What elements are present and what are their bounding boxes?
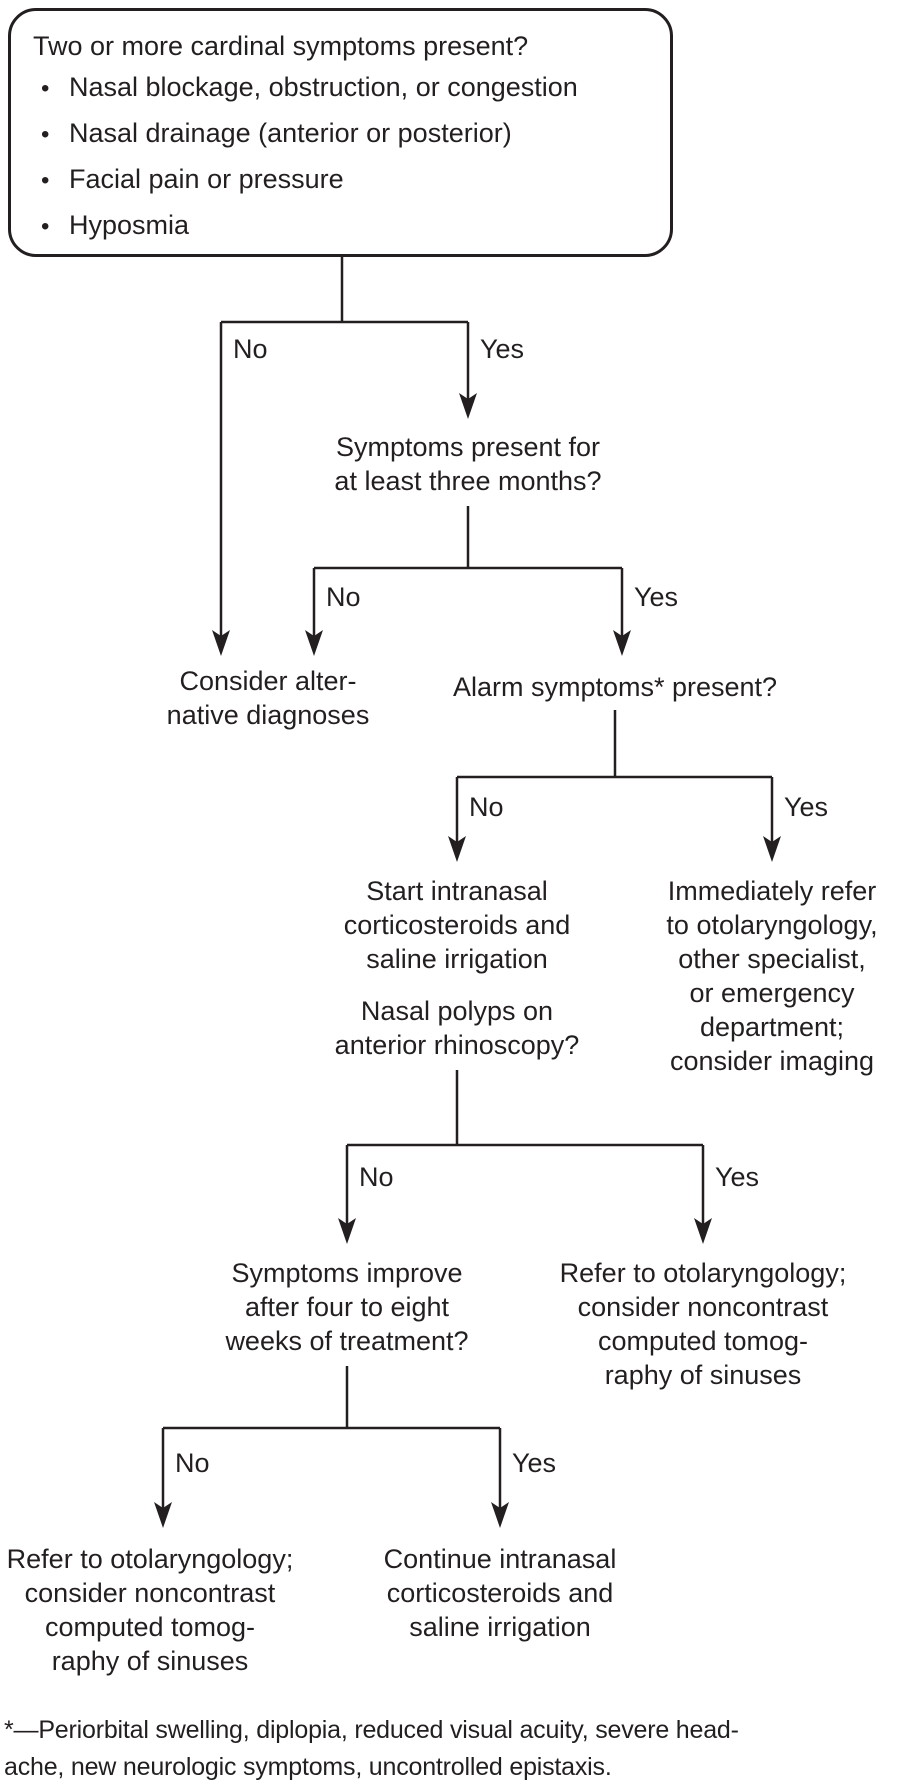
arrow-down-icon <box>338 1218 356 1244</box>
text-line: Continue intranasal <box>383 1544 617 1574</box>
bullet-text: Facial pain or pressure <box>69 164 344 194</box>
bullet-item: • Facial pain or pressure <box>33 157 648 203</box>
node-consider-alternative-diagnoses: Consider alter- native diagnoses <box>167 664 370 732</box>
bullet-icon: • <box>41 121 50 148</box>
node-start-treatment: Start intranasal corticosteroids and sal… <box>344 874 571 976</box>
text-line: or emergency <box>689 978 855 1008</box>
text-line: Refer to otolaryngology; <box>559 1258 847 1288</box>
branch-label-no-polyps: No <box>359 1162 394 1192</box>
text-line: native diagnoses <box>166 700 370 730</box>
node-alarm-symptoms: Alarm symptoms* present? <box>453 670 777 704</box>
branch-label-yes-alarm: Yes <box>784 792 829 822</box>
bullet-item: • Hyposmia <box>33 203 648 249</box>
bullet-text: Nasal drainage (anterior or posterior) <box>69 118 512 148</box>
text-line: saline irrigation <box>409 1612 591 1642</box>
text-line: other specialist, <box>678 944 866 974</box>
branch-label-yes-duration: Yes <box>634 582 679 612</box>
node-refer-ct-mid: Refer to otolaryngology; consider noncon… <box>560 1256 847 1392</box>
branch-label-no-alarm: No <box>469 792 504 822</box>
footnote: *—Periorbital swelling, diplopia, reduce… <box>4 1712 900 1786</box>
footnote-line: *—Periorbital swelling, diplopia, reduce… <box>4 1716 739 1744</box>
text-line: consider noncontrast <box>577 1292 829 1322</box>
text-line: anterior rhinoscopy? <box>334 1030 580 1060</box>
text-line: saline irrigation <box>366 944 548 974</box>
start-node: Two or more cardinal symptoms present? •… <box>8 8 673 257</box>
node-symptoms-improve: Symptoms improve after four to eight wee… <box>225 1256 468 1358</box>
node-continue-treatment: Continue intranasal corticosteroids and … <box>384 1542 617 1644</box>
text-line: Consider alter- <box>179 666 357 696</box>
node-immediate-referral: Immediately refer to otolaryngology, oth… <box>666 874 877 1078</box>
text-line: department; <box>699 1012 845 1042</box>
branch-label-no-improve: No <box>175 1448 210 1478</box>
text-line: corticosteroids and <box>343 910 571 940</box>
arrow-down-icon <box>694 1218 712 1244</box>
text-line: raphy of sinuses <box>51 1646 249 1676</box>
text-line: at least three months? <box>334 466 602 496</box>
text-line: raphy of sinuses <box>604 1360 802 1390</box>
text-line: after four to eight <box>244 1292 450 1322</box>
text-line: weeks of treatment? <box>225 1326 469 1356</box>
bullet-text: Hyposmia <box>69 210 190 240</box>
bullet-icon: • <box>41 213 50 240</box>
arrow-down-icon <box>763 836 781 862</box>
arrow-down-icon <box>448 836 466 862</box>
text-line: Immediately refer <box>667 876 877 906</box>
text-line: Start intranasal <box>366 876 548 906</box>
branch-label-yes-improve: Yes <box>512 1448 557 1478</box>
start-node-question: Two or more cardinal symptoms present? <box>33 31 529 61</box>
text-line: Symptoms present for <box>335 432 601 462</box>
text-line: consider imaging <box>669 1046 875 1076</box>
branch-label-yes-polyps: Yes <box>715 1162 760 1192</box>
bullet-icon: • <box>41 167 50 194</box>
text-line: corticosteroids and <box>386 1578 614 1608</box>
node-symptoms-duration: Symptoms present for at least three mont… <box>334 430 601 498</box>
arrow-down-icon <box>459 393 477 419</box>
arrow-down-icon <box>154 1502 172 1528</box>
text-line: Symptoms improve <box>231 1258 463 1288</box>
arrow-down-icon <box>491 1502 509 1528</box>
text-line: computed tomog- <box>597 1326 809 1356</box>
node-refer-ct-bottom: Refer to otolaryngology; consider noncon… <box>7 1542 294 1678</box>
arrow-down-icon <box>305 630 323 656</box>
branch-label-no-duration: No <box>326 582 361 612</box>
bullet-item: • Nasal blockage, obstruction, or conges… <box>33 65 648 111</box>
arrow-down-icon <box>212 630 230 656</box>
arrow-down-icon <box>613 630 631 656</box>
bullet-text: Nasal blockage, obstruction, or congesti… <box>69 72 578 102</box>
text-line: Nasal polyps on <box>360 996 554 1026</box>
node-nasal-polyps: Nasal polyps on anterior rhinoscopy? <box>335 994 580 1062</box>
text-line: computed tomog- <box>44 1612 256 1642</box>
footnote-line: ache, new neurologic symptoms, uncontrol… <box>4 1753 612 1781</box>
text-line: to otolaryngology, <box>666 910 878 940</box>
text-line: Alarm symptoms* present? <box>452 672 778 702</box>
bullet-icon: • <box>41 75 50 102</box>
branch-label-no-root: No <box>233 334 268 364</box>
branch-label-yes-root: Yes <box>480 334 525 364</box>
text-line: Refer to otolaryngology; <box>6 1544 294 1574</box>
text-line: consider noncontrast <box>24 1578 276 1608</box>
bullet-item: • Nasal drainage (anterior or posterior) <box>33 111 648 157</box>
